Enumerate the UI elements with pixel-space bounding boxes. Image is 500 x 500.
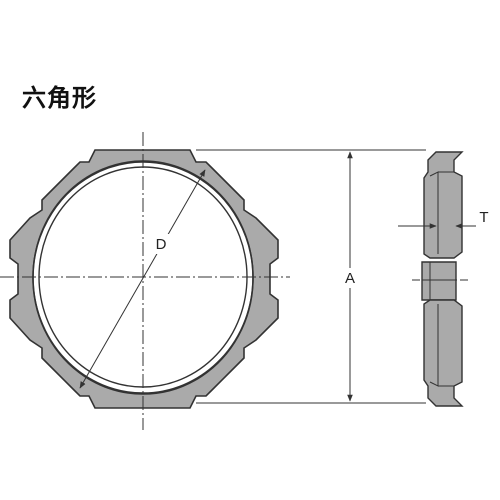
front-view: D: [0, 132, 290, 430]
page-title: 六角形: [22, 84, 97, 112]
height-label: A: [345, 270, 355, 287]
side-lower-section: [423, 299, 464, 407]
height-dimension: A: [196, 149, 426, 404]
thickness-label: T: [479, 209, 488, 226]
side-upper-section: [423, 151, 464, 259]
diameter-dimension-line: [79, 169, 206, 389]
diameter-label: D: [156, 236, 167, 253]
side-view: T: [398, 151, 489, 407]
side-middle-section: [421, 261, 457, 301]
